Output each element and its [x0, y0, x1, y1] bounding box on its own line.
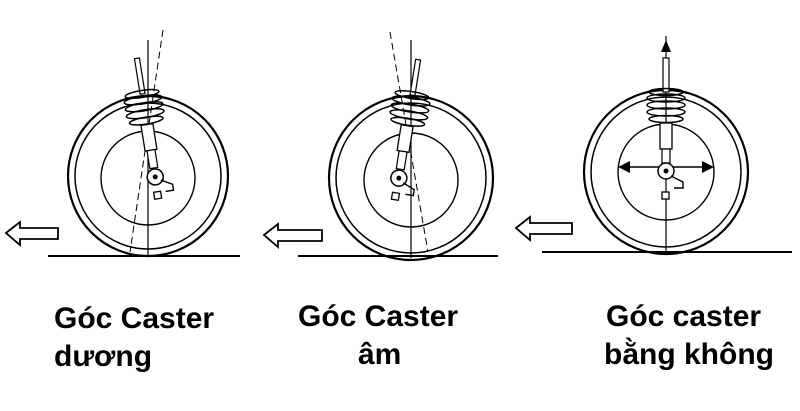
positive-caster-panel	[4, 29, 240, 258]
caption-line-1: Góc caster	[606, 300, 762, 333]
caption-line-1: Góc Caster	[54, 302, 215, 335]
strut-assembly	[618, 57, 714, 200]
caption-line-2: âm	[358, 338, 402, 371]
up-arrow-icon	[661, 40, 671, 52]
direction-arrow-icon	[262, 222, 323, 249]
caption-line-2: dương	[54, 340, 153, 373]
direction-arrow-icon	[514, 215, 573, 242]
positive-caster-caption: Góc Caster dương	[54, 300, 214, 376]
negative-caster-caption: Góc Caster âm	[298, 298, 458, 374]
strut-assembly	[123, 57, 175, 200]
direction-arrow-icon	[4, 220, 59, 247]
strut-assembly	[389, 58, 431, 202]
caption-line-1: Góc Caster	[298, 300, 459, 333]
negative-caster-panel	[262, 31, 498, 262]
caption-line-2: bằng không	[604, 338, 774, 371]
coil-spring	[646, 87, 686, 124]
coil-spring	[123, 88, 165, 126]
zero-caster-panel	[514, 36, 792, 256]
zero-caster-caption: Góc caster bằng không	[604, 298, 774, 374]
